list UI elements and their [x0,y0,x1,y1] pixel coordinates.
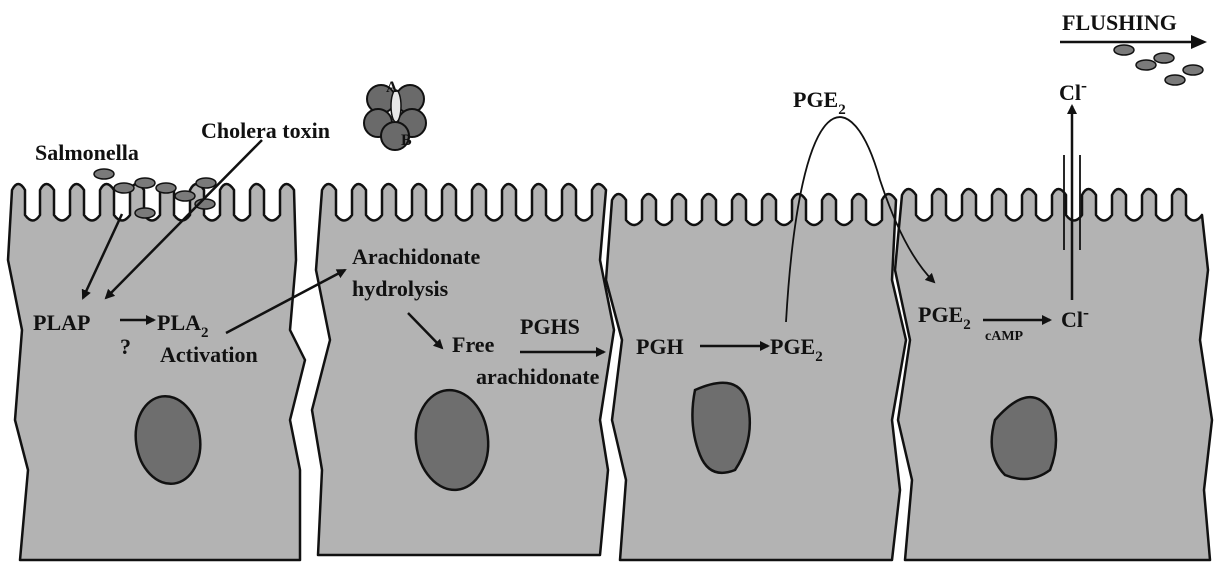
toxin-b-label: B [401,132,412,149]
salmonella-bacterium [114,183,134,193]
salmonella-bacterium [135,208,155,218]
flushed-bacterium [1154,53,1174,63]
hydrolysis-label: hydrolysis [352,276,449,301]
nucleus-3 [692,383,749,473]
question-mark-label: ? [120,334,131,359]
epithelial-cell-4 [895,189,1212,560]
pge2-top-text: PGE [793,87,838,112]
free-label: Free [452,332,495,357]
pghs-label: PGHS [520,314,580,339]
epithelial-cell-3 [606,194,906,560]
salmonella-bacterium [135,178,155,188]
pge2-top-label: PGE2 [793,87,846,118]
cl-top-text: Cl [1059,80,1081,105]
flushing-label: FLUSHING [1062,10,1177,35]
camp-label: cAMP [985,329,1024,344]
cl-cell4-text: Cl [1061,307,1083,332]
toxin-a-label: A [386,79,398,96]
salmonella-bacterium [156,183,176,193]
pgh-label: PGH [636,334,684,359]
cl-top-superscript: - [1081,75,1087,95]
cl-top-label: Cl- [1059,75,1087,105]
salmonella-bacterium [196,178,216,188]
cl-cell4-superscript: - [1083,302,1089,322]
pge2-cell3-subscript: 2 [815,349,823,365]
epithelial-cell-1 [8,184,305,560]
salmonella-bacterium [94,169,114,179]
pge2-cell4-subscript: 2 [963,317,971,333]
plap-label: PLAP [33,310,90,335]
flushed-bacterium [1114,45,1134,55]
flushed-bacterium [1136,60,1156,70]
flushed-bacteria-cluster [1114,45,1203,85]
cholera-toxin-label: Cholera toxin [201,118,330,143]
pla2-text: PLA [157,310,201,335]
pge2-top-subscript: 2 [838,102,846,118]
salmonella-bacterium [175,191,195,201]
pge2-cell3-text: PGE [770,334,815,359]
cholera-toxin-molecule: A B [364,79,426,150]
flushed-bacterium [1165,75,1185,85]
activation-label: Activation [160,342,258,367]
salmonella-label: Salmonella [35,140,139,165]
arachidonate-label: Arachidonate [352,244,481,269]
free-arachidonate-label: arachidonate [476,364,600,389]
pla2-subscript: 2 [201,325,209,341]
pge2-cell4-text: PGE [918,302,963,327]
flushed-bacterium [1183,65,1203,75]
